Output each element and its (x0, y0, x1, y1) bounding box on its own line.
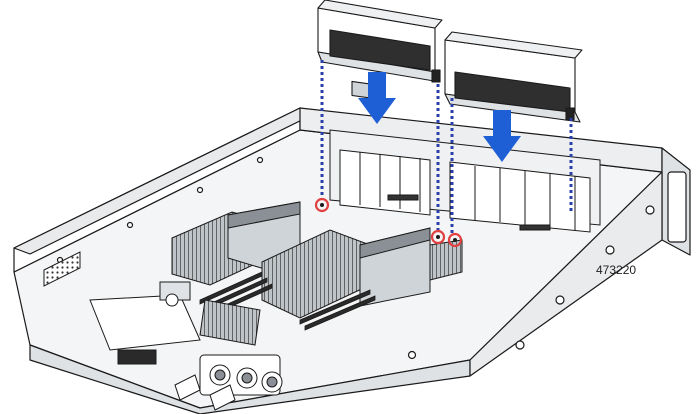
vent-grille (43, 251, 81, 287)
figure-number: 473220 (596, 263, 637, 277)
heatsink-right (359, 227, 463, 307)
alignment-marker-2 (430, 229, 446, 245)
riser-cage-2 (444, 31, 583, 123)
alignment-marker-3 (447, 232, 463, 248)
alignment-marker-1 (314, 197, 330, 213)
dimm-slots (199, 271, 376, 331)
rear-io-ports (174, 354, 283, 411)
riser-bay (329, 129, 601, 233)
guide-lines (320, 60, 573, 236)
down-arrow-right (483, 110, 521, 162)
down-arrow-left (358, 72, 396, 124)
power-supply-bay (89, 281, 261, 365)
